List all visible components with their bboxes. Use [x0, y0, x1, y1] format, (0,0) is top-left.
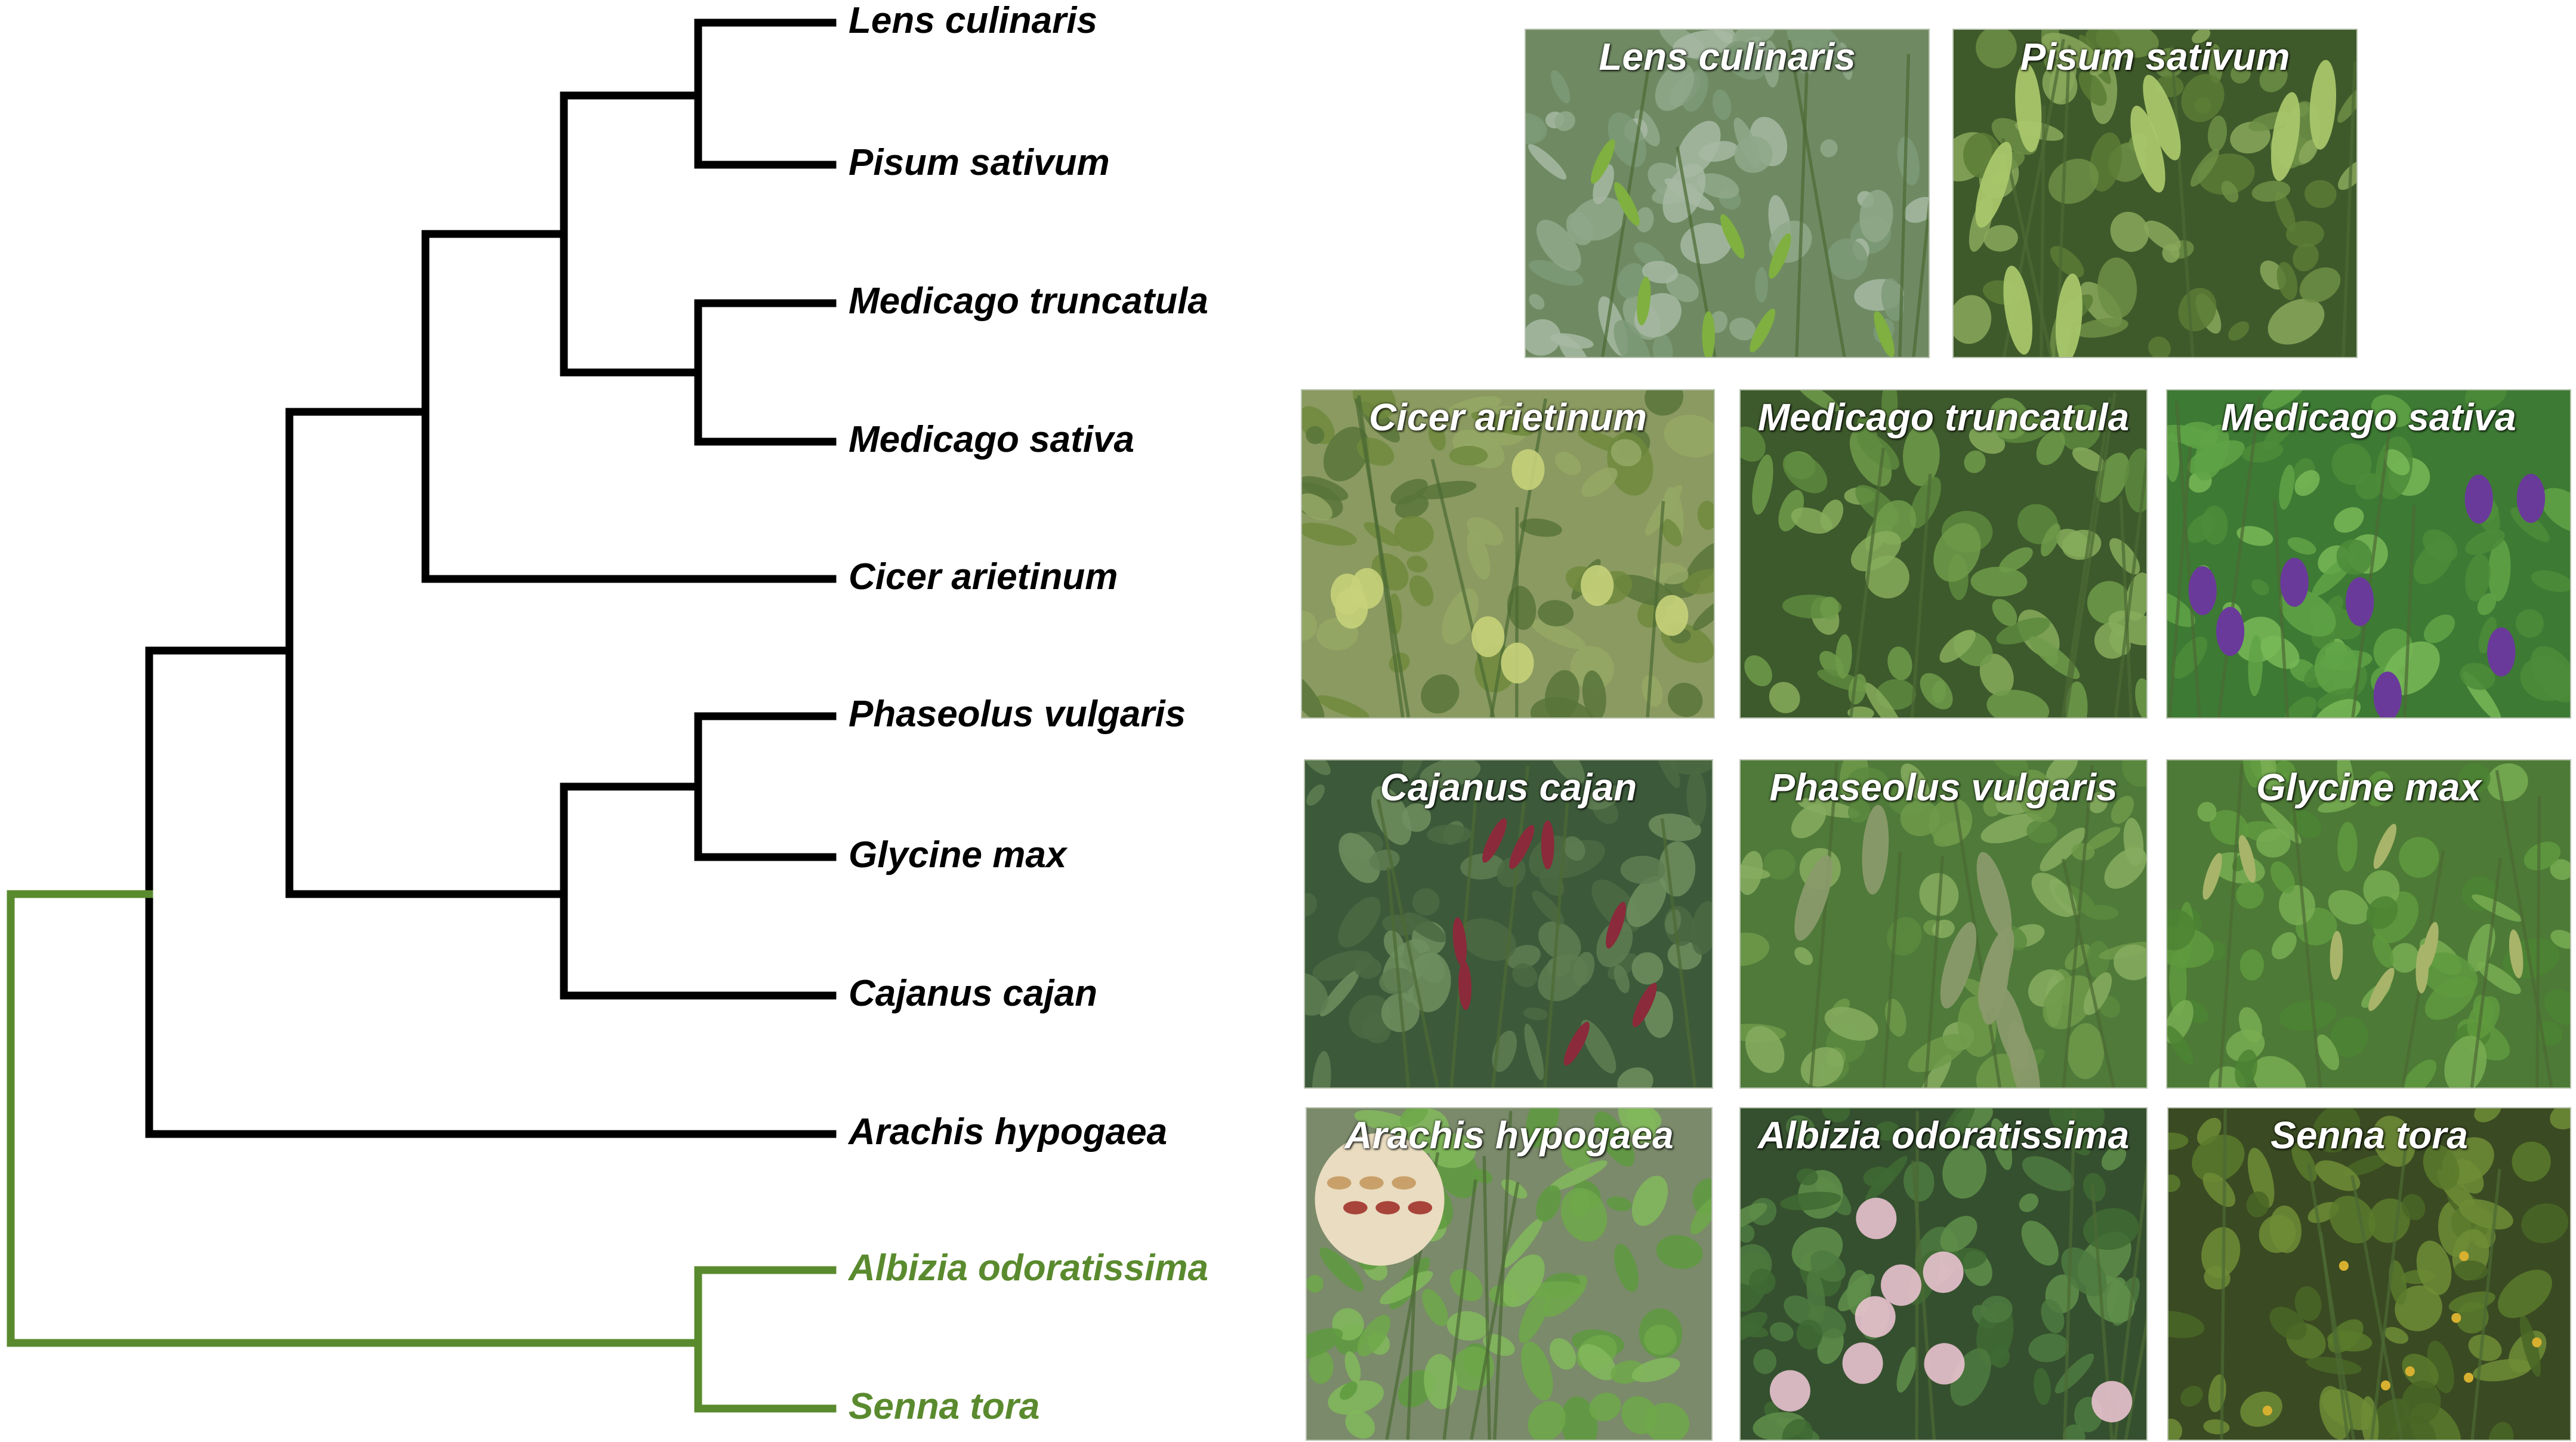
plant-photo-image [2167, 760, 2570, 1087]
plant-photo-image [1741, 760, 2146, 1087]
plant-photo-image [1307, 1108, 1711, 1440]
taxon-label-medicago-truncatula: Medicago truncatula [849, 281, 1208, 322]
plant-photo-image [1954, 30, 2356, 357]
taxon-label-lens-culinaris: Lens culinaris [849, 0, 1097, 41]
outgroup-branches [7, 890, 837, 1413]
branch-phaseolus-glycine [694, 712, 837, 861]
branch-root [7, 890, 702, 1347]
photo-albizia-odoratissima: Albizia odoratissima [1739, 1107, 2148, 1441]
plant-photo-image [1302, 390, 1714, 717]
taxon-label-albizia-odoratissima: Albizia odoratissima [849, 1247, 1208, 1289]
taxon-label-glycine-max: Glycine max [849, 834, 1067, 876]
plant-photo-image [2167, 390, 2570, 717]
photo-cajanus-cajan: Cajanus cajan [1304, 759, 1713, 1089]
photo-caption: Albizia odoratissima [1757, 1114, 2130, 1157]
photo-lens-culinaris: Lens culinaris [1525, 29, 1930, 358]
main-clade-branches [145, 19, 837, 1138]
photo-caption: Cajanus cajan [1380, 766, 1637, 809]
photo-arachis-hypogaea: Arachis hypogaea [1306, 1107, 1713, 1441]
photo-caption: Phaseolus vulgaris [1769, 766, 2118, 809]
branch-lens-pisum [694, 19, 837, 169]
plant-photo-image [2168, 1108, 2570, 1440]
branch-medicago [694, 299, 837, 446]
photo-caption: Senna tora [2270, 1114, 2468, 1157]
photo-senna-tora: Senna tora [2167, 1107, 2571, 1441]
phylogenetic-tree [7, 19, 837, 1413]
taxon-label-phaseolus-vulgaris: Phaseolus vulgaris [849, 694, 1186, 735]
taxon-label-medicago-sativa: Medicago sativa [849, 419, 1134, 460]
photo-glycine-max: Glycine max [2166, 759, 2571, 1089]
photo-phaseolus-vulgaris: Phaseolus vulgaris [1739, 759, 2148, 1089]
photo-caption: Lens culinaris [1599, 35, 1856, 78]
photo-cicer-arietinum: Cicer arietinum [1301, 389, 1715, 719]
taxon-label-cicer-arietinum: Cicer arietinum [849, 556, 1118, 597]
photo-caption: Medicago sativa [2221, 396, 2516, 439]
taxon-label-cajanus-cajan: Cajanus cajan [849, 973, 1097, 1014]
photo-caption: Medicago truncatula [1757, 396, 2130, 439]
plant-photo-image [1526, 30, 1929, 357]
plant-photo-image [1741, 390, 2146, 717]
taxon-label-pisum-sativum: Pisum sativum [849, 142, 1110, 183]
photo-caption: Pisum sativum [2020, 35, 2290, 78]
taxon-label-senna-tora: Senna tora [849, 1386, 1040, 1427]
plant-photo-image [1741, 1108, 2146, 1440]
photo-medicago-truncatula: Medicago truncatula [1739, 389, 2148, 719]
photo-pisum-sativum: Pisum sativum [1952, 29, 2358, 358]
branch-lens-medicago [560, 91, 702, 377]
taxon-label-arachis-hypogaea: Arachis hypogaea [849, 1111, 1168, 1153]
branch-cicer [421, 230, 837, 583]
plant-photo-image [1305, 760, 1712, 1087]
branch-albizia-senna [694, 1266, 837, 1413]
photo-caption: Arachis hypogaea [1344, 1114, 1674, 1157]
photo-medicago-sativa: Medicago sativa [2166, 389, 2571, 719]
photo-caption: Cicer arietinum [1369, 396, 1647, 439]
photo-caption: Glycine max [2256, 766, 2482, 809]
